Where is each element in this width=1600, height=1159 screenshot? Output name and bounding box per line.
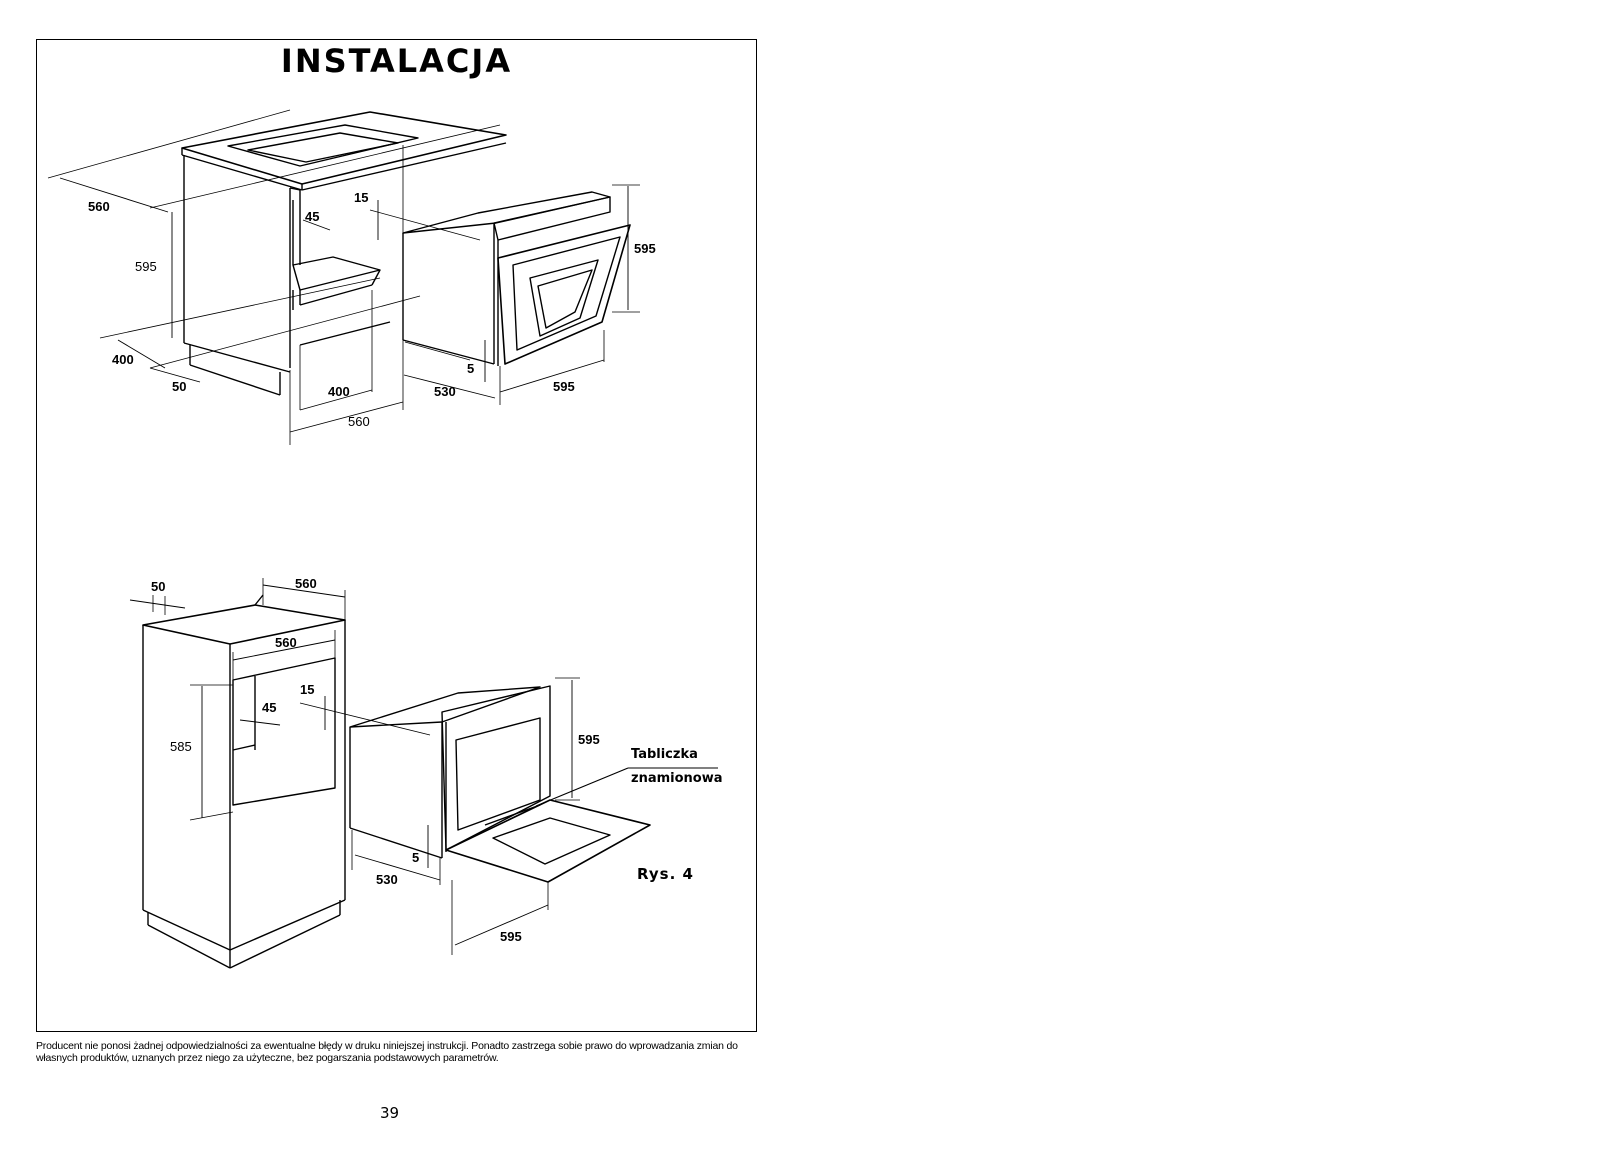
dim-595-oven-height: 595 (578, 732, 600, 747)
dim-45-niche: 45 (305, 209, 319, 224)
dim-585-niche-height: 585 (170, 739, 192, 754)
dim-15-gap: 15 (354, 190, 368, 205)
dim-595-oven-height: 595 (634, 241, 656, 256)
figure-caption: Rys. 4 (637, 865, 694, 883)
dim-15-gap: 15 (300, 682, 314, 697)
dim-530-oven-depth: 530 (434, 384, 456, 399)
figure2-labels: 50 560 560 15 45 585 595 5 530 595 Tabli… (151, 576, 723, 944)
dim-560-top-depth: 560 (295, 576, 317, 591)
page-number: 39 (380, 1104, 400, 1122)
dim-530-oven-depth: 530 (376, 872, 398, 887)
dim-50-plinth: 50 (172, 379, 186, 394)
page-title: INSTALACJA (280, 42, 513, 80)
dim-595-oven-width: 595 (553, 379, 575, 394)
dim-45-niche: 45 (262, 700, 276, 715)
dim-595-cabinet-height: 595 (135, 259, 157, 274)
dim-560-top-left: 560 (88, 199, 110, 214)
figure2-drawing (129, 578, 718, 969)
figure1-drawing (47, 109, 640, 445)
figure1-labels: 560 595 400 50 45 15 400 560 595 5 530 5… (88, 190, 656, 429)
dim-400-niche-depth: 400 (328, 384, 350, 399)
disclaimer-text: Producent nie ponosi żadnej odpowiedzial… (36, 1040, 738, 1064)
dim-5-gap: 5 (467, 361, 474, 376)
dim-595-oven-width: 595 (500, 929, 522, 944)
dim-50-top: 50 (151, 579, 165, 594)
dim-560-niche-width: 560 (275, 635, 297, 650)
nameplate-label-line2: znamionowa (631, 771, 723, 786)
dim-5-gap: 5 (412, 850, 419, 865)
figure-frame (36, 39, 757, 1032)
dim-400-depth: 400 (112, 352, 134, 367)
dim-560-niche-width: 560 (348, 414, 370, 429)
nameplate-label-line1: Tabliczka (631, 747, 698, 762)
